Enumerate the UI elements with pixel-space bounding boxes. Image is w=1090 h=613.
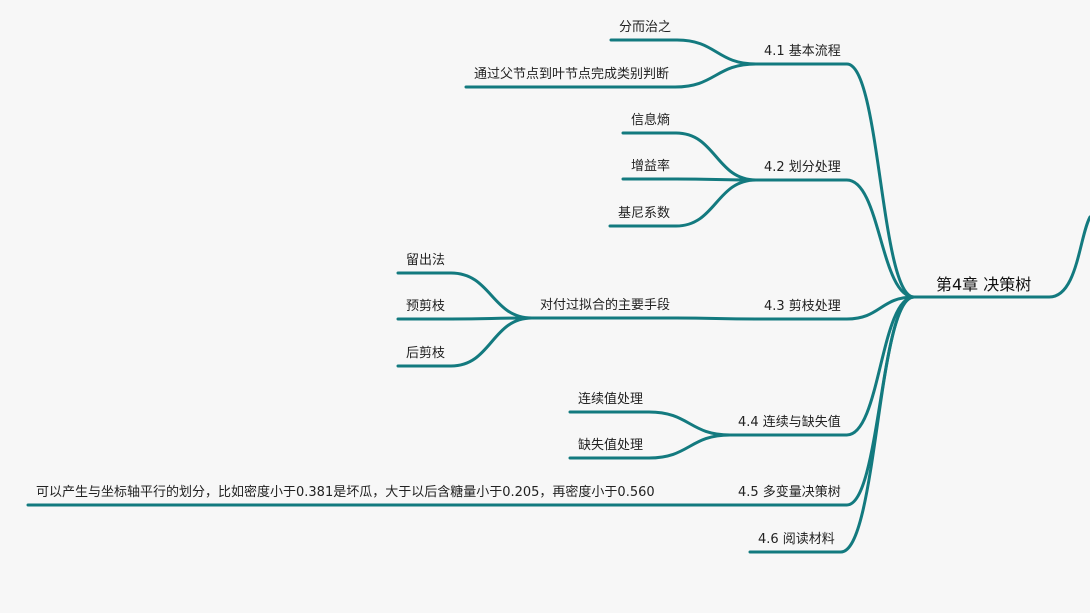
- node-4-2-entropy[interactable]: 信息熵: [631, 113, 671, 128]
- node-4-1-divide-conquer[interactable]: 分而治之: [619, 20, 672, 35]
- link-n43a2: [396, 316, 534, 321]
- node-4-2[interactable]: 4.2 划分处理: [764, 160, 841, 175]
- node-4-3-overfit[interactable]: 对付过拟合的主要手段: [540, 298, 671, 313]
- node-4-4[interactable]: 4.4 连续与缺失值: [738, 415, 841, 430]
- link-n43a3: [396, 316, 534, 368]
- link-n43a: [530, 316, 758, 321]
- node-4-5-axis-parallel[interactable]: 可以产生与坐标轴平行的划分，比如密度小于0.381是坏瓜，大于以后含糖量小于0.…: [36, 485, 655, 500]
- link-n42a: [621, 131, 758, 182]
- link-n45: [728, 295, 916, 507]
- link-n43a1: [396, 271, 534, 320]
- node-4-2-gain-ratio[interactable]: 增益率: [631, 159, 671, 174]
- root-underline: [912, 215, 1090, 299]
- link-n42b: [621, 177, 758, 182]
- link-n41b: [464, 62, 758, 89]
- node-4-4-continuous[interactable]: 连续值处理: [578, 392, 644, 407]
- link-n44a: [568, 410, 732, 437]
- node-4-3-holdout[interactable]: 留出法: [406, 253, 446, 268]
- node-4-1-path-judgement[interactable]: 通过父节点到叶节点完成类别判断: [474, 67, 670, 82]
- link-n41a: [609, 38, 758, 66]
- link-n42c: [608, 178, 758, 228]
- node-4-5[interactable]: 4.5 多变量决策树: [738, 485, 841, 500]
- node-4-6[interactable]: 4.6 阅读材料: [758, 532, 835, 547]
- node-4-3[interactable]: 4.3 剪枝处理: [764, 299, 841, 314]
- link-n42: [754, 178, 916, 299]
- root-node[interactable]: 第4章 决策树: [936, 275, 1032, 294]
- link-n41: [754, 62, 916, 299]
- link-n46: [748, 295, 916, 554]
- node-4-3-postpruning[interactable]: 后剪枝: [406, 346, 446, 361]
- node-4-1[interactable]: 4.1 基本流程: [764, 44, 841, 59]
- node-4-4-missing[interactable]: 缺失值处理: [578, 438, 644, 453]
- link-n44: [728, 295, 916, 437]
- link-n43: [754, 295, 916, 321]
- link-n44b: [568, 433, 732, 460]
- node-4-3-prepruning[interactable]: 预剪枝: [406, 299, 446, 314]
- node-4-2-gini[interactable]: 基尼系数: [618, 206, 671, 221]
